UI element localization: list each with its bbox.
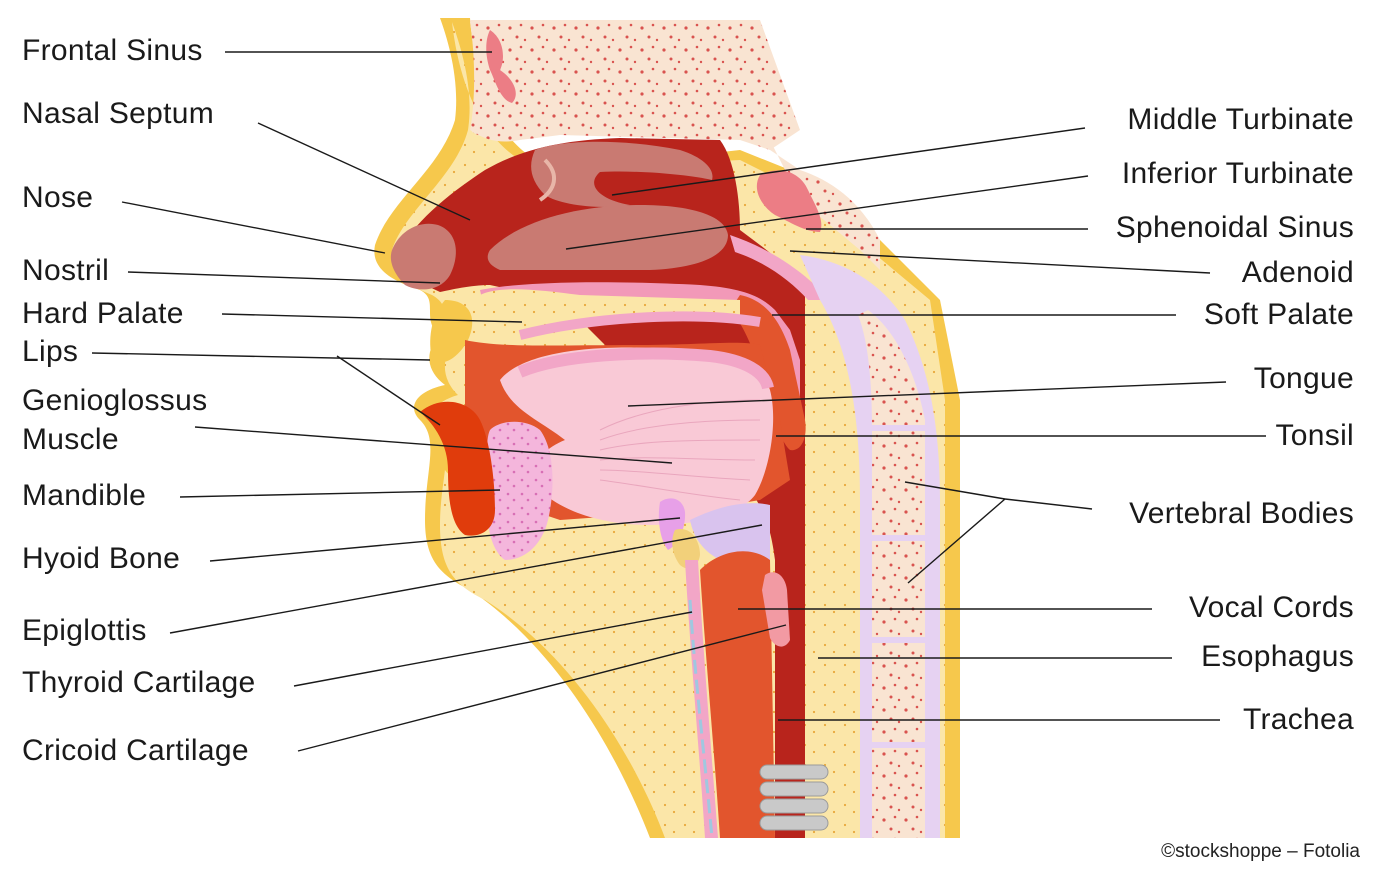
leader-lines [91,51,1266,752]
label-trachea: Trachea [1242,703,1354,736]
larynx-lilac [690,503,770,560]
label-hyoid-bone: Hyoid Bone [22,542,181,575]
label-genioglossus-muscle: Muscle [22,423,119,456]
nose-cartilage [390,223,456,290]
vertebra-dividers [870,425,930,748]
hard-palate-shape [475,289,740,352]
label-hard-palate: Hard Palate [22,297,184,330]
label-nasal-septum: Nasal Septum [22,97,215,130]
trachea-cartilage-line [688,599,714,839]
turbinate-highlight [538,158,556,202]
label-vertebral-bodies: Vertebral Bodies [1129,497,1354,530]
label-middle-turbinate: Middle Turbinate [1127,103,1354,136]
vertebral-bones [858,310,925,838]
label-soft-palate: Soft Palate [1203,298,1354,331]
label-frontal-sinus: Frontal Sinus [22,34,203,67]
epiglottis-shape [672,529,700,569]
image-credit: ©stockshoppe – Fotolia [1161,841,1360,862]
label-cricoid-cartilage: Cricoid Cartilage [22,734,249,767]
label-inferior-turbinate: Inferior Turbinate [1121,157,1354,190]
label-adenoid: Adenoid [1241,256,1354,289]
frontal-sinus-shape [486,30,516,103]
larynx-shape [700,551,775,838]
mandible-shape [420,401,495,536]
label-nose: Nose [22,181,94,214]
tongue-shape [500,347,774,525]
soft-palate-shape [730,295,806,451]
skull-top [470,20,800,150]
sphenoidal-sinus-shape [756,170,822,232]
label-tongue: Tongue [1253,362,1354,395]
label-thyroid-cartilage: Thyroid Cartilage [22,666,256,699]
adenoid-shape [730,235,825,300]
upper-lip-shape [430,300,473,363]
tongue-fibers [599,399,761,501]
label-nostril: Nostril [22,254,110,287]
label-mandible: Mandible [22,479,147,512]
tongue-top-texture [517,347,774,390]
head-section [374,18,960,839]
middle-turbinate-shape [531,141,713,207]
inferior-turbinate-shape [487,205,728,270]
label-esophagus: Esophagus [1201,640,1354,673]
label-tonsil: Tonsil [1275,419,1354,452]
trachea-rings [759,764,829,831]
label-vocal-cords: Vocal Cords [1188,591,1354,624]
label-lips: Lips [22,335,79,368]
label-epiglottis: Epiglottis [22,614,147,647]
label-sphenoidal-sinus: Sphenoidal Sinus [1115,211,1354,244]
genioglossus-shape [486,421,553,560]
hard-palate-line [518,311,761,340]
label-genioglossus: Genioglossus [22,384,208,417]
